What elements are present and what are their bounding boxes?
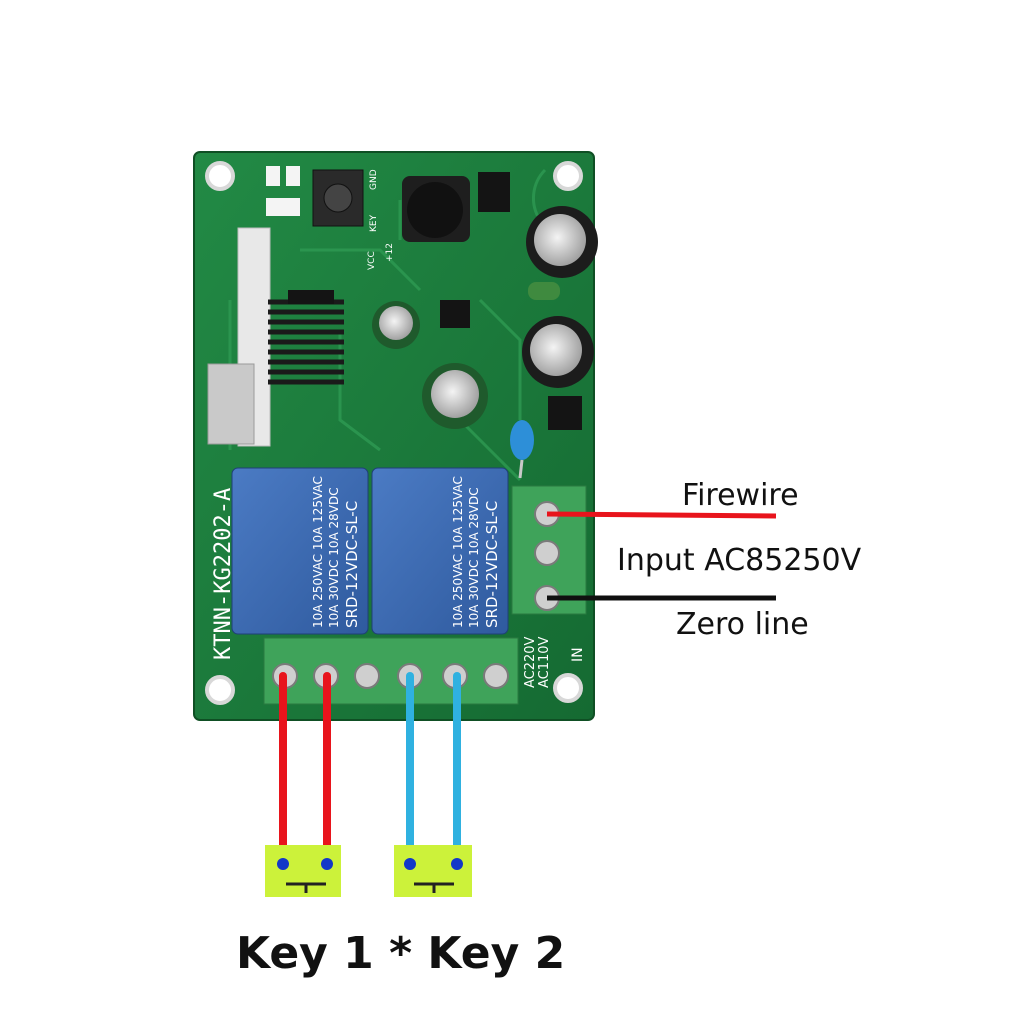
silk-in: IN xyxy=(570,647,586,662)
ic-chip xyxy=(478,172,510,212)
firewire-wire xyxy=(546,511,777,519)
relay-1-text-line2: 10A 30VDC 10A 28VDC xyxy=(327,487,341,628)
input-terminal-block xyxy=(511,485,587,615)
relay-1-model: SRD-12VDC-SL-C xyxy=(343,501,361,628)
key-1-wires xyxy=(279,672,331,866)
silk-gnd: GND xyxy=(369,169,379,190)
key-2-switch xyxy=(394,845,472,897)
ic-chip-2 xyxy=(288,290,334,304)
rf-module xyxy=(207,227,344,447)
inductor xyxy=(402,176,470,242)
silk-plus12: +12 xyxy=(385,243,395,262)
firewire-label: Firewire xyxy=(682,478,799,513)
antenna-coil xyxy=(268,299,344,385)
keys-label: Key 1 * Key 2 xyxy=(236,928,566,979)
board-model-text: KTNN-KG2202-A xyxy=(211,488,236,660)
capacitor-small xyxy=(372,301,420,349)
pcb-board: 10A 250VAC 10A 125VAC 10A 30VDC 10A 28VD… xyxy=(193,151,598,721)
relay-2-text-line2: 10A 30VDC 10A 28VDC xyxy=(467,487,481,628)
varistor xyxy=(510,420,534,479)
small-inductor xyxy=(528,282,560,300)
led-2 xyxy=(286,166,300,186)
input-voltage-label: Input AC85250V xyxy=(617,543,862,578)
relay-1-text-line1: 10A 250VAC 10A 125VAC xyxy=(311,476,325,628)
relay-2-text-line1: 10A 250VAC 10A 125VAC xyxy=(451,476,465,628)
silk-vcc: VCC xyxy=(367,251,377,270)
capacitor-large-2 xyxy=(522,316,594,388)
key-1-switch xyxy=(265,845,341,897)
ic-chip-3 xyxy=(440,300,470,328)
silk-key: KEY xyxy=(369,214,379,232)
smd-resistor xyxy=(266,198,300,216)
transistor xyxy=(548,396,582,430)
output-terminal-block xyxy=(263,637,519,705)
relay-2-model: SRD-12VDC-SL-C xyxy=(483,501,501,628)
capacitor-large-1 xyxy=(526,206,598,278)
silk-ac220v: AC220V xyxy=(523,636,538,688)
key-2-wires xyxy=(406,672,461,866)
relay-1: 10A 250VAC 10A 125VAC 10A 30VDC 10A 28VD… xyxy=(231,467,369,635)
learn-key-button xyxy=(312,169,364,227)
zero-line-label: Zero line xyxy=(676,607,809,642)
capacitor-medium xyxy=(422,363,488,429)
relay-2: 10A 250VAC 10A 125VAC 10A 30VDC 10A 28VD… xyxy=(371,467,509,635)
led-1 xyxy=(266,166,280,186)
silk-ac110v: AC110V xyxy=(537,636,552,688)
mounting-holes xyxy=(205,161,583,705)
